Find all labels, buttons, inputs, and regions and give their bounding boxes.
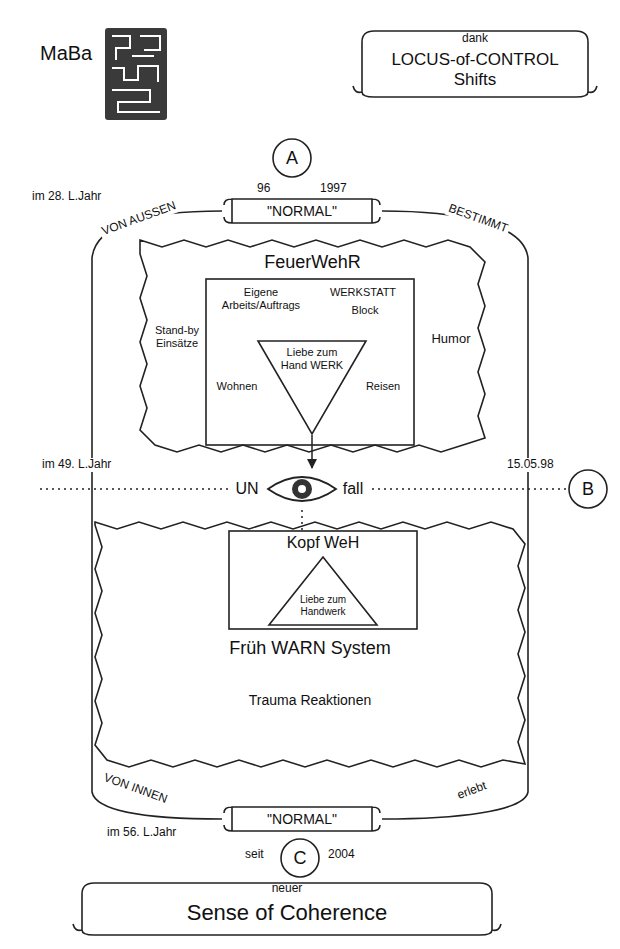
node-text: A: [272, 148, 312, 169]
annotation-label: VON INNEN: [100, 770, 171, 807]
fire-brigade-zone: FeuerWehR Stand-by Einsätze Humor Eigene Ar…: [140, 240, 485, 452]
circle-outline: [273, 139, 311, 177]
node-text: LOCUS-of-CONTROL Shifts: [380, 50, 570, 89]
eye-pupil: [298, 485, 306, 493]
node-text: Liebe zum Hand WERK: [277, 346, 347, 371]
node-text: "NORMAL": [222, 203, 382, 219]
node-text: B: [568, 479, 608, 500]
node-text: Eigene Arbeits/Auftrags: [209, 286, 313, 311]
eye-lid: [268, 477, 336, 501]
node-text: UN: [232, 480, 262, 498]
node-text: Trauma Reaktionen: [205, 692, 415, 708]
node-text: Kopf WeH: [228, 534, 418, 552]
node-text: neuer: [262, 882, 312, 896]
phase-circle: B: [568, 469, 608, 509]
box-outline: [229, 531, 417, 629]
box-outline: [206, 279, 414, 445]
phase-circle: C: [280, 838, 320, 878]
seal-stamp: [105, 28, 167, 120]
headache-box: Kopf WeH Liebe zum Handwerk: [228, 530, 418, 630]
node-text: C: [280, 848, 320, 869]
node-text: Wohnen: [209, 380, 265, 393]
node-text: Liebe zum Handwerk: [293, 594, 353, 617]
dotted-divider: [40, 488, 232, 489]
triangle-outline: [258, 341, 366, 434]
annotation-label: im 49. L.Jahr: [40, 458, 113, 472]
normal-band: "NORMAL": [222, 198, 382, 224]
normal-band: "NORMAL": [222, 806, 382, 832]
coherence-banner: neuerSense of Coherence: [72, 880, 502, 936]
node-text: Sense of Coherence: [92, 900, 482, 925]
craft-triangle: Liebe zum Handwerk: [268, 556, 378, 626]
workshop-box: Eigene Arbeits/Auftrags WERKSTATT BlockWoh…: [205, 278, 415, 446]
annotation-label: 96: [255, 182, 272, 196]
triangle-outline: [269, 557, 377, 625]
annotation-label: seit: [243, 848, 266, 862]
annotation-label: VON AUSSEN: [98, 198, 180, 239]
jagged-outline: [140, 240, 485, 452]
circle-outline: [281, 839, 319, 877]
eye-symbol: [268, 477, 336, 501]
banner-outline: [73, 883, 501, 935]
annotation-label: BESTIMMT: [445, 201, 512, 237]
eye-iris: [292, 479, 312, 499]
node-text: Stand-by Einsätze: [150, 324, 204, 349]
connector-line: [372, 488, 568, 490]
node-text: "NORMAL": [222, 811, 382, 827]
annotation-label: 15.05.98: [505, 458, 556, 472]
node-text: Früh WARN System: [125, 638, 495, 659]
node-text: Humor: [424, 332, 478, 347]
circle-outline: [569, 470, 607, 508]
node-text: FeuerWehR: [220, 252, 405, 273]
phase-circle: A: [272, 138, 312, 178]
annotation-label: MaBa: [38, 42, 94, 65]
annotation-label: im 28. L.Jahr: [30, 190, 103, 204]
annotation-label: im 56. L.Jahr: [105, 826, 178, 840]
node-text: Block: [325, 304, 405, 317]
banner-outline: [353, 31, 597, 97]
node-text: WERKSTATT: [317, 286, 409, 299]
warning-zone: Früh WARN SystemTrauma Reaktionen Kopf We…: [95, 522, 525, 767]
vessel-right-side: [382, 211, 528, 819]
node-text: Reisen: [355, 380, 411, 393]
annotation-label: 2004: [326, 848, 357, 862]
jagged-outline: [95, 522, 525, 767]
annotation-label: erlebt: [454, 779, 491, 804]
accident-eye: UN fall: [232, 468, 372, 510]
node-text: fall: [334, 480, 372, 498]
craft-triangle: Liebe zum Hand WERK: [257, 340, 367, 435]
node-text: dank: [450, 32, 500, 46]
title-banner: dankLOCUS-of-CONTROL Shifts: [352, 28, 598, 98]
vessel-left-side: [92, 211, 222, 819]
annotation-label: 1997: [318, 182, 349, 196]
